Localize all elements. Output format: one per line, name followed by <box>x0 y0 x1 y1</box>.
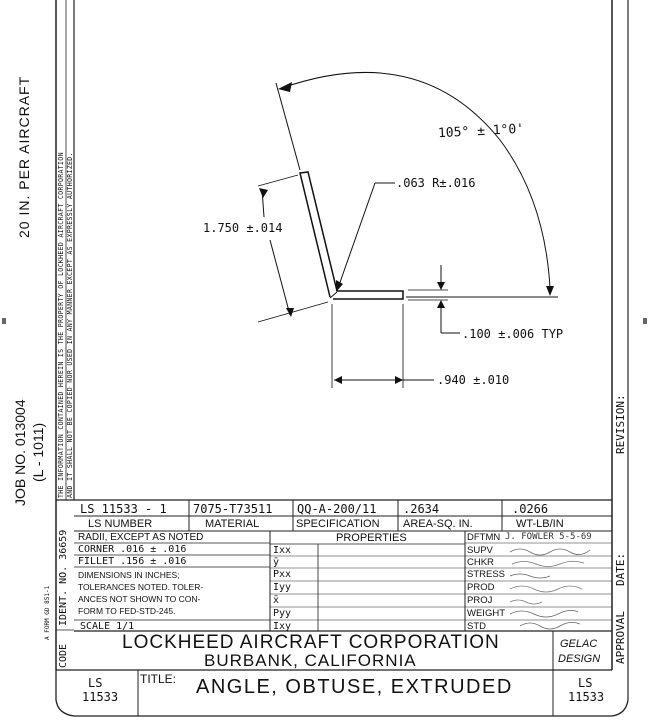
part-number-value: LS 11533 - 1 <box>80 502 167 516</box>
signoff-supv-label: SUPV <box>467 545 493 556</box>
note-dimensions-2: TOLERANCES NOTED. TOLER- <box>78 582 204 592</box>
property-y-bar: ȳ <box>273 557 280 568</box>
thickness-dimension-label: .100 ±.006 TYP <box>462 327 564 341</box>
job-number: JOB NO. 013004 <box>12 399 28 506</box>
signoff-dftmn-label: DFTMN <box>467 532 501 543</box>
signoff-weight-label: WEIGHT <box>467 608 505 619</box>
signature-scribbles <box>509 548 591 630</box>
material-value: 7075-T73511 <box>193 502 273 516</box>
signoff-prod-label: PROD <box>467 582 495 593</box>
code-label: CODE <box>58 643 69 668</box>
property-ixx: Ixx <box>273 545 292 556</box>
header-weight: WT-LB/IN <box>516 518 564 530</box>
form-number: A FORM GD 851-1 <box>44 585 51 640</box>
date-label: DATE: <box>614 552 627 586</box>
company-name: LOCKHEED AIRCRAFT CORPORATION <box>122 632 500 653</box>
header-area: AREA-SQ. IN. <box>403 518 473 530</box>
signoff-std-label: STD <box>467 621 486 632</box>
note-dimensions-3: ANCES NOT SHOWN TO CON- <box>78 594 201 604</box>
header-specification: SPECIFICATION <box>296 518 380 530</box>
leg-dimension-label: 1.750 ±.014 <box>203 221 283 235</box>
job-subnumber: (L - 1011) <box>30 422 46 482</box>
property-pyy: Pyy <box>273 608 292 619</box>
property-pxx: Pxx <box>273 569 292 580</box>
signoff-proj-label: PROJ <box>467 595 493 606</box>
signoff-dftmn-value: J. FOWLER 5-5-69 <box>505 532 592 542</box>
revision-label: REVISION: <box>614 394 627 454</box>
title-ls-left-1: LS <box>88 676 103 690</box>
note-dimensions-1: DIMENSIONS IN INCHES; <box>78 570 180 580</box>
angle-drawing <box>257 72 558 388</box>
title-label: TITLE: <box>140 672 177 686</box>
ident-number: IDENT. NO. 36659 <box>58 529 69 626</box>
title-ls-left-2: 11533 <box>82 690 119 704</box>
property-ixy: Ixy <box>273 621 292 632</box>
properties-title: PROPERTIES <box>336 532 407 544</box>
drawing-title: ANGLE, OBTUSE, EXTRUDED <box>196 676 513 698</box>
per-aircraft-note: 20 IN. PER AIRCRAFT <box>16 75 32 238</box>
area-value: .2634 <box>403 502 440 516</box>
width-dimension-label: .940 ±.010 <box>437 373 510 387</box>
note-radii: RADII, EXCEPT AS NOTED <box>78 532 204 543</box>
signoff-stress-label: STRESS <box>467 569 506 580</box>
note-corner: CORNER .016 ± .016 <box>78 544 187 555</box>
note-fillet: FILLET .156 ± .016 <box>78 556 187 567</box>
specification-value: QQ-A-200/11 <box>297 502 377 516</box>
property-x-bar: x̄ <box>273 595 280 606</box>
header-material: MATERIAL <box>205 518 260 530</box>
title-ls-right-2: 11533 <box>568 690 605 704</box>
note-scale: SCALE 1/1 <box>80 621 135 632</box>
division-gelac: GELAC <box>560 638 598 650</box>
property-iyy: Iyy <box>273 582 292 593</box>
header-ls-number: LS NUMBER <box>88 518 153 530</box>
angle-profile <box>299 171 404 300</box>
approval-label: APPROVAL <box>614 611 627 664</box>
weight-value: .0266 <box>512 502 549 516</box>
radius-dimension-label: .063 R±.016 <box>396 176 476 190</box>
title-ls-right-1: LS <box>578 676 593 690</box>
company-city: BURBANK, CALIFORNIA <box>204 651 417 670</box>
note-dimensions-4: FORM TO FED-STD-245. <box>78 606 176 616</box>
division-design: DESIGN <box>558 653 601 665</box>
proprietary-notice-line-2: AND IT SHALL NOT BE COPIED NOR USED IN A… <box>66 152 74 498</box>
proprietary-notice-line-1: THE INFORMATION CONTAINED HEREIN IS THE … <box>57 152 65 498</box>
signoff-chkr-label: CHKR <box>467 557 494 568</box>
